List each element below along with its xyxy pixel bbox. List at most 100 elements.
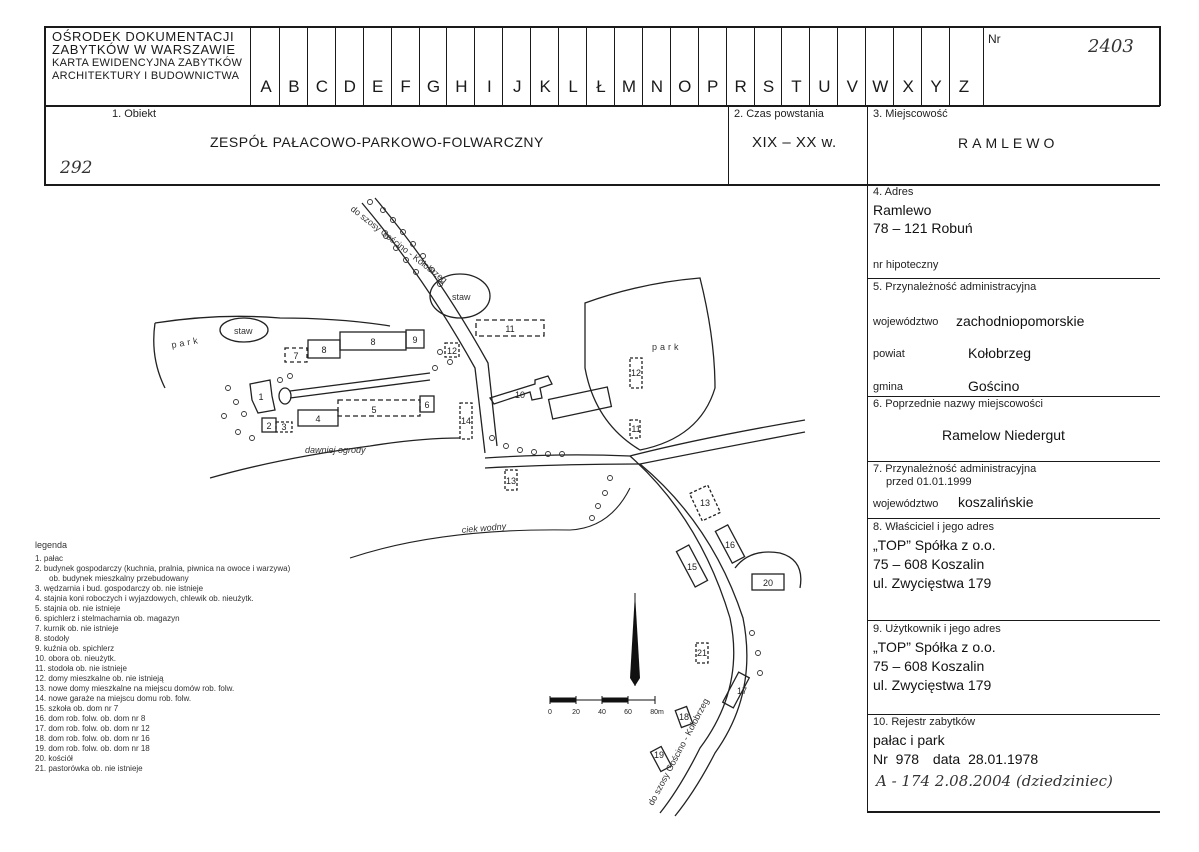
- legend-item: 20. kościół: [35, 754, 73, 763]
- sep-9: [867, 620, 1160, 621]
- uzytk-line-1: „TOP” Spółka z o.o.: [873, 639, 996, 655]
- przyn99-label-1: 7. Przynależność administracyjna: [873, 463, 1037, 475]
- map-label-park-left: park: [171, 335, 202, 350]
- letter-divider: [725, 26, 727, 106]
- hand-number: 292: [60, 158, 93, 178]
- church-curve: [734, 551, 802, 589]
- yard-line: [289, 372, 431, 392]
- scale-tick-20: 20: [572, 709, 580, 716]
- przyn99-label-2: przed 01.01.1999: [886, 476, 972, 488]
- bldg-13a: [504, 469, 518, 491]
- bldg-2: [261, 417, 277, 433]
- bldg-7: [284, 347, 308, 363]
- letter-cell-24: Y: [930, 77, 942, 96]
- scale-tick-60: 60: [624, 709, 632, 716]
- num-12: 12: [447, 346, 457, 356]
- legend-item: 7. kurnik ob. nie istnieje: [35, 624, 119, 633]
- wlasc-label: 8. Właściciel i jego adres: [873, 521, 995, 533]
- bldg-15: [675, 544, 709, 588]
- letter-cell-12: Ł: [596, 77, 606, 96]
- legend-item: 9. kuźnia ob. spichlerz: [35, 644, 115, 653]
- road-top: [361, 202, 486, 454]
- stream: [349, 487, 631, 559]
- letter-divider: [586, 26, 588, 106]
- rejestr-line-1: pałac i park: [873, 732, 945, 748]
- num-8b: 8: [370, 337, 375, 347]
- legend-item: 8. stodoły: [35, 634, 70, 643]
- powiat-value: Kołobrzeg: [968, 345, 1032, 361]
- num-18: 18: [679, 712, 689, 722]
- letter-cell-25: Z: [958, 77, 970, 96]
- rejestr-handwritten: A - 174 2.08.2004 (dziedziniec): [876, 772, 1113, 790]
- institution-block: OŚRODEK DOKUMENTACJI ZABYTKÓW W WARSZAWI…: [52, 30, 248, 83]
- legend-item: 17. dom rob. folw. ob. dom nr 12: [35, 724, 150, 733]
- letter-cell-18: S: [762, 77, 775, 96]
- letter-cell-8: I: [486, 77, 492, 96]
- wlasc-line-2: 75 – 608 Koszalin: [873, 556, 985, 572]
- map-label-road-top: do szosy Gościno - Kołobrzeg: [349, 204, 449, 285]
- pond-top: [429, 273, 491, 319]
- letter-cell-5: F: [400, 77, 411, 96]
- legend-item: 10. obora ob. nieużytk.: [35, 654, 116, 663]
- bldg-1: [249, 379, 276, 414]
- letter-divider: [949, 26, 950, 106]
- num-8a: 8: [321, 345, 326, 355]
- powiat-label: powiat: [873, 348, 905, 360]
- letter-divider: [334, 26, 336, 106]
- right-panel-left: [867, 184, 868, 812]
- woj-value: zachodniopomorskie: [956, 313, 1085, 329]
- frame-top: [44, 26, 1160, 28]
- legend-item: 2. budynek gospodarczy (kuchnia, pralnia…: [35, 564, 291, 573]
- obiekt-label: 1. Obiekt: [112, 108, 157, 120]
- palace-circle: [278, 387, 292, 405]
- letter-divider: [865, 26, 867, 106]
- woj-label: województwo: [873, 316, 939, 328]
- letter-divider: [893, 26, 895, 106]
- legend-item: 5. stajnia ob. nie istnieje: [35, 604, 121, 613]
- woj99-value: koszalińskie: [958, 494, 1034, 510]
- north-arrow: [630, 593, 640, 686]
- num-9: 9: [412, 335, 417, 345]
- legend-item: 14. nowe garaże na miejscu domu rob. fol…: [35, 694, 192, 703]
- letter-cell-19: T: [791, 77, 802, 96]
- letter-cell-13: M: [621, 77, 637, 96]
- rejestr-nr-label: Nr: [873, 751, 888, 767]
- letter-cell-10: K: [539, 77, 551, 96]
- letter-divider: [837, 26, 839, 106]
- legend-item: 1. pałac: [35, 554, 64, 563]
- row1-bottom-line: [44, 184, 1160, 186]
- nr-value: 2403: [1088, 36, 1134, 57]
- bldg-6: [419, 395, 435, 413]
- col-div-miejsc: [867, 105, 868, 185]
- letter-cell-16: P: [707, 77, 719, 96]
- bldg-14: [459, 402, 473, 440]
- map-label-ciek: ciek wodny: [461, 521, 507, 535]
- bldg-9: [405, 329, 425, 349]
- legend-item: 16. dom rob. folw. ob. dom nr 8: [35, 714, 146, 723]
- legend-item: 15. szkoła ob. dom nr 7: [35, 704, 119, 713]
- letter-cell-9: J: [513, 77, 522, 96]
- num-13b: 13: [700, 498, 710, 508]
- letter-divider: [390, 26, 392, 106]
- sep-5: [867, 278, 1160, 279]
- letter-cell-17: R: [734, 77, 747, 96]
- header-bottom-line: [44, 105, 1160, 107]
- letter-cell-20: U: [818, 77, 831, 96]
- institution-line-1: OŚRODEK DOKUMENTACJI: [52, 29, 235, 44]
- num-7: 7: [293, 351, 298, 361]
- legend-item: 19. dom rob. folw. ob. dom nr 18: [35, 744, 150, 753]
- adres-line-1: Ramlewo: [873, 202, 932, 218]
- tree-dots: [221, 199, 763, 676]
- bldg-18: [674, 705, 694, 729]
- letter-divider: [502, 26, 504, 106]
- park-left-curve: [153, 322, 166, 389]
- uzytk-line-3: ul. Zwycięstwa 179: [873, 677, 992, 693]
- letter-cell-3: D: [343, 77, 356, 96]
- rejestr-label: 10. Rejestr zabytków: [873, 716, 976, 728]
- adres-label: 4. Adres: [873, 186, 914, 198]
- poprz-value: Ramelow Niedergut: [942, 427, 1065, 443]
- legend-item: 13. nowe domy mieszkalne na miejscu domó…: [35, 684, 235, 693]
- num-13: 13: [506, 476, 516, 486]
- bldg-19: [649, 745, 673, 773]
- map-label-staw-1: staw: [452, 292, 471, 302]
